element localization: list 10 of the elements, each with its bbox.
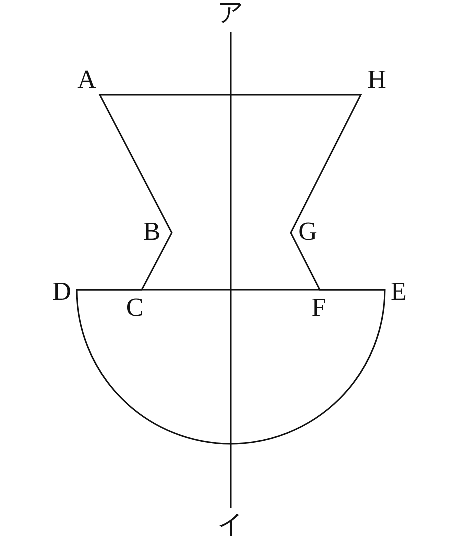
point-label: D: [52, 278, 72, 306]
point-label: A: [78, 66, 96, 94]
point-label: C: [126, 294, 144, 322]
point-label: B: [143, 218, 161, 246]
axis-label: ア: [218, 0, 244, 27]
point-label: E: [391, 278, 407, 306]
point-label: H: [368, 66, 386, 94]
axis-label: イ: [218, 511, 244, 539]
point-label: G: [298, 218, 318, 246]
point-label: F: [312, 294, 326, 322]
